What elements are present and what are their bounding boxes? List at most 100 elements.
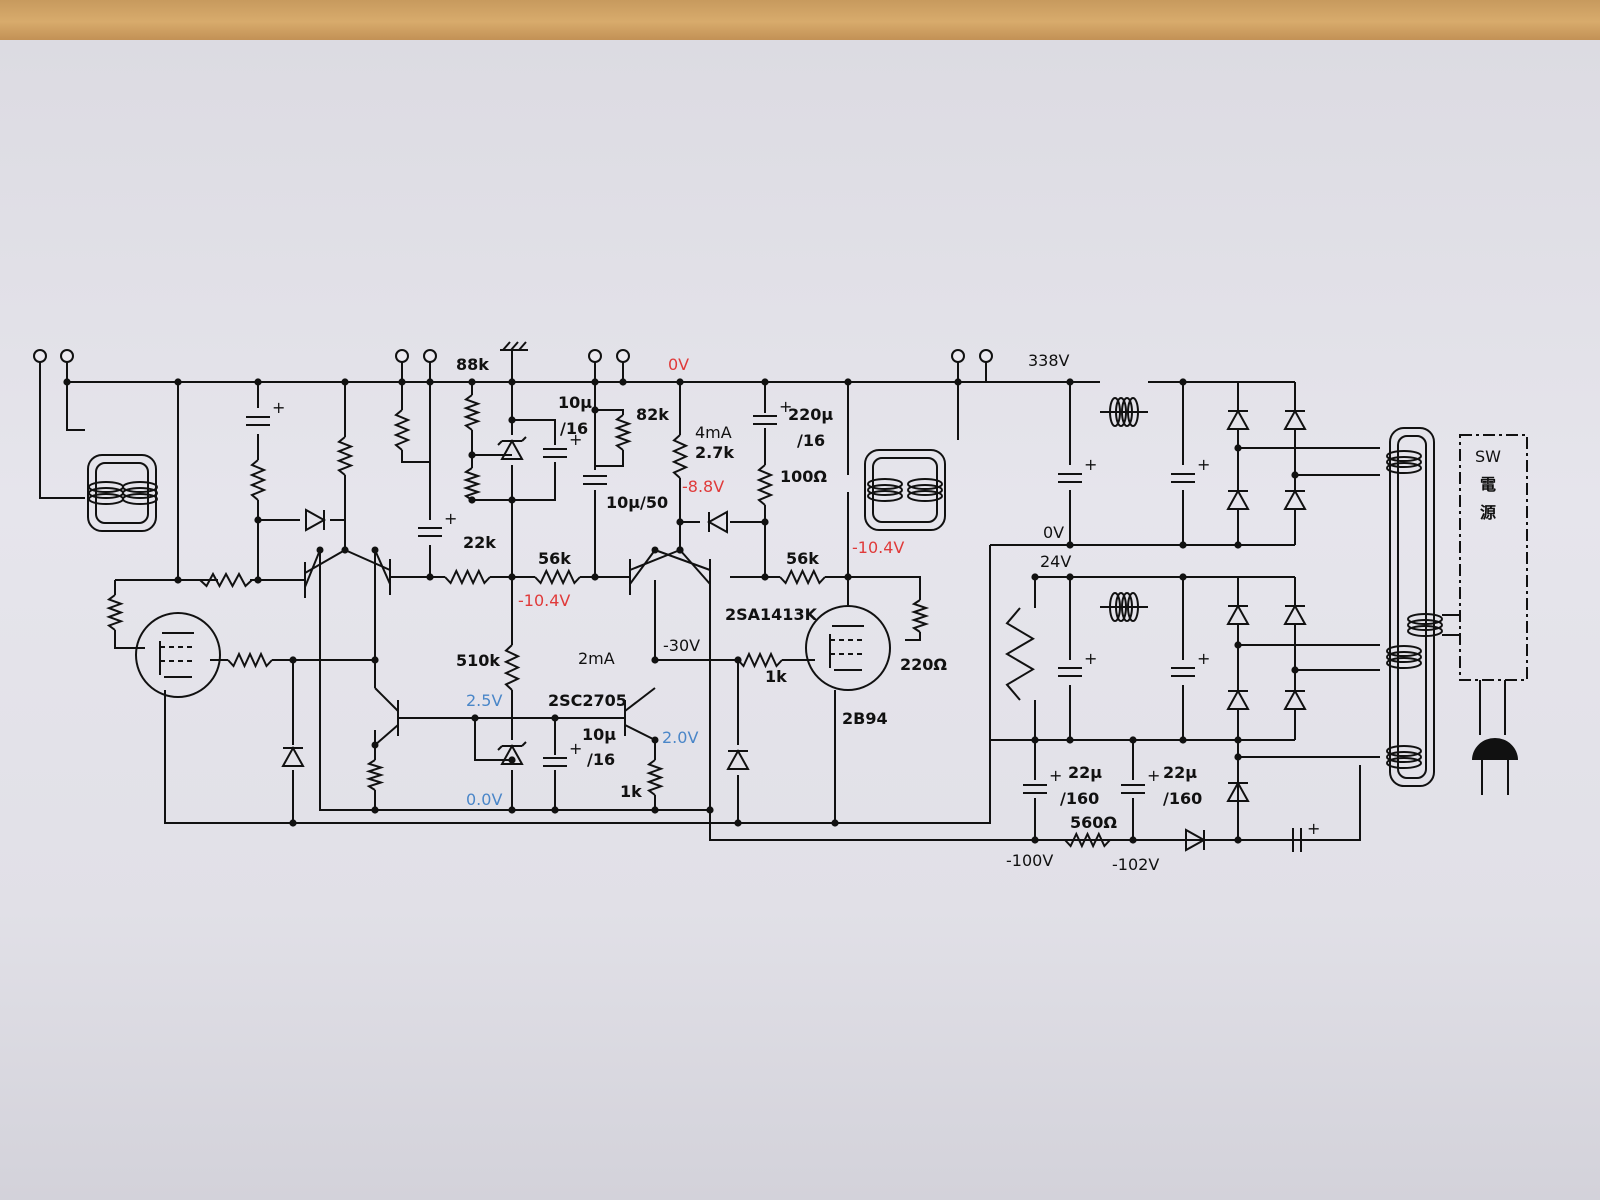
transformer-core bbox=[95, 462, 149, 524]
label-v102: -102V bbox=[1112, 855, 1159, 874]
junction-dot bbox=[1031, 836, 1039, 844]
diode bbox=[1283, 488, 1307, 510]
schematic-labels: 88k10µ/1682k0V4mA2.7k220µ/16338V10µ/50-8… bbox=[456, 351, 1501, 874]
label-c22b: 22µ bbox=[1163, 763, 1197, 782]
transistor-collector bbox=[624, 687, 656, 712]
junction-dot bbox=[1291, 666, 1299, 674]
transistor-emitter bbox=[374, 724, 399, 746]
junction-dot bbox=[468, 378, 476, 386]
junction-dot bbox=[508, 378, 516, 386]
transformer-winding bbox=[1386, 757, 1422, 769]
vacuum-tube bbox=[805, 605, 891, 691]
plus-sign: + bbox=[1084, 649, 1097, 668]
transistor-emitter bbox=[624, 724, 656, 741]
transformer-winding bbox=[122, 493, 158, 505]
junction-dot bbox=[831, 819, 839, 827]
resistor bbox=[737, 651, 783, 669]
label-v104c: -10.4V bbox=[852, 538, 904, 557]
junction-dot bbox=[1234, 444, 1242, 452]
junction-dot bbox=[1066, 736, 1074, 744]
label-r100: 100Ω bbox=[780, 467, 827, 486]
junction-dot bbox=[619, 378, 627, 386]
plus-sign: + bbox=[1307, 819, 1320, 838]
transformer-winding bbox=[1386, 657, 1422, 669]
label-c10u16b: 10µ bbox=[582, 725, 616, 744]
label-c22b2: /160 bbox=[1163, 789, 1202, 808]
diode bbox=[1283, 603, 1307, 625]
label-v24: 24V bbox=[1040, 552, 1071, 571]
label-r56k_a: 56k bbox=[538, 549, 571, 568]
terminal bbox=[423, 349, 437, 363]
wire bbox=[114, 630, 145, 649]
label-q2sa: 2SA1413K bbox=[725, 605, 818, 624]
resistor bbox=[1005, 607, 1035, 701]
junction-dot bbox=[371, 656, 379, 664]
junction-dot bbox=[591, 378, 599, 386]
transformer-winding bbox=[907, 490, 943, 502]
wire bbox=[164, 690, 990, 824]
junction-dot bbox=[508, 756, 516, 764]
label-v104a: -10.4V bbox=[518, 591, 570, 610]
ac-plug-icon bbox=[1472, 738, 1518, 760]
terminal bbox=[951, 349, 965, 363]
label-r27k: 2.7k bbox=[695, 443, 734, 462]
junction-dot bbox=[468, 496, 476, 504]
junction-dot bbox=[954, 378, 962, 386]
plus-sign: + bbox=[1049, 766, 1062, 785]
junction-dot bbox=[341, 546, 349, 554]
terminal bbox=[616, 349, 630, 363]
wire bbox=[985, 356, 1070, 383]
junction-dot bbox=[1234, 736, 1242, 744]
resistor bbox=[756, 464, 774, 506]
terminal bbox=[395, 349, 409, 363]
resistor bbox=[671, 434, 689, 479]
label-sw3: 源 bbox=[1480, 503, 1496, 522]
transformer-winding bbox=[1407, 625, 1443, 637]
transistor-emitter bbox=[629, 549, 656, 585]
ground-symbol bbox=[500, 341, 528, 351]
transformer-core bbox=[864, 449, 946, 531]
wire bbox=[330, 519, 346, 550]
junction-dot bbox=[254, 576, 262, 584]
plus-sign: + bbox=[1197, 649, 1210, 668]
junction-dot bbox=[706, 806, 714, 814]
plus-sign: + bbox=[569, 430, 582, 449]
label-sw1: SW bbox=[1475, 447, 1501, 466]
transformer-winding bbox=[1386, 651, 1422, 663]
junction-dot bbox=[844, 378, 852, 386]
junction-dot bbox=[1129, 836, 1137, 844]
diode bbox=[706, 510, 728, 534]
junction-dot bbox=[1031, 573, 1039, 581]
resistor bbox=[779, 568, 826, 586]
transistor-emitter bbox=[374, 549, 391, 585]
resistor bbox=[199, 571, 253, 589]
schematic-wiring bbox=[39, 350, 1506, 841]
transistor-arrow bbox=[371, 741, 379, 749]
label-c220u: 220µ bbox=[788, 405, 833, 424]
junction-dot bbox=[676, 378, 684, 386]
label-i4ma: 4mA bbox=[695, 423, 732, 442]
plus-sign: + bbox=[1084, 455, 1097, 474]
paper-sheet bbox=[0, 40, 1600, 1200]
junction-dot bbox=[289, 819, 297, 827]
label-r510k: 510k bbox=[456, 651, 500, 670]
wire bbox=[595, 450, 624, 467]
wire bbox=[840, 545, 991, 824]
wire bbox=[39, 356, 85, 499]
junction-dot bbox=[676, 518, 684, 526]
wire bbox=[319, 550, 710, 811]
diode bbox=[1283, 688, 1307, 710]
diode bbox=[500, 743, 524, 765]
wire bbox=[401, 450, 430, 463]
junction-dot bbox=[289, 656, 297, 664]
transistor-emitter bbox=[679, 549, 711, 585]
transformer-winding bbox=[1386, 450, 1422, 462]
label-c10u16a: 10µ bbox=[558, 393, 592, 412]
junction-dot bbox=[734, 656, 742, 664]
junction-dot bbox=[1066, 541, 1074, 549]
label-r560: 560Ω bbox=[1070, 813, 1117, 832]
junction-dot bbox=[254, 516, 262, 524]
resistor bbox=[503, 644, 521, 691]
junction-dot bbox=[508, 573, 516, 581]
plus-sign: + bbox=[1197, 455, 1210, 474]
